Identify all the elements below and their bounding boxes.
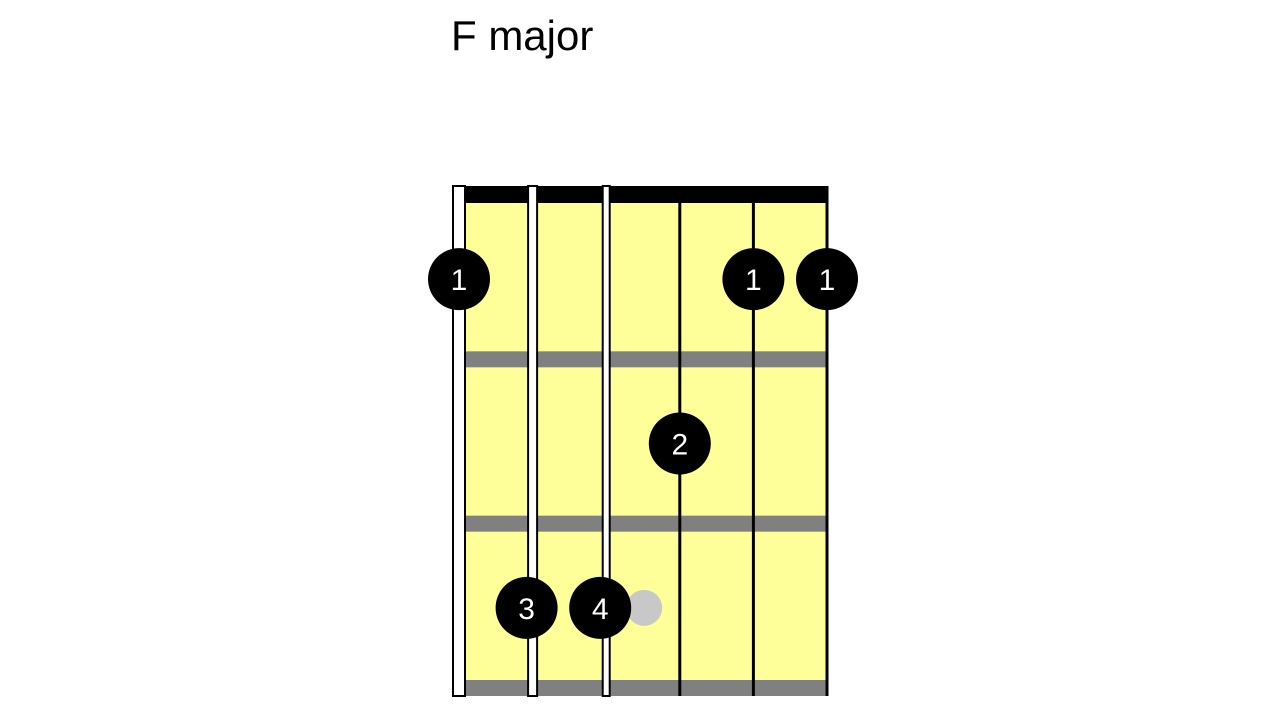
string-3	[601, 185, 611, 697]
fret-bar-1	[459, 351, 827, 368]
fret-bar-3	[459, 680, 827, 696]
chord-title: F major	[451, 12, 594, 59]
finger-dot-2	[722, 248, 785, 311]
finger-label-6: 4	[592, 593, 609, 626]
finger-dot-1	[428, 248, 490, 311]
finger-label-1: 1	[451, 264, 468, 297]
finger-dot-5	[495, 576, 558, 639]
fret-bar-2	[459, 515, 827, 532]
finger-dot-4	[648, 412, 711, 475]
ghost-dot-1	[626, 589, 663, 626]
finger-label-4: 2	[671, 429, 688, 462]
string-2	[527, 185, 539, 697]
string-1	[452, 185, 466, 697]
nut	[459, 186, 827, 203]
finger-label-2: 1	[745, 264, 762, 297]
finger-label-3: 1	[819, 264, 836, 297]
finger-dot-3	[796, 248, 858, 311]
finger-dot-6	[569, 576, 632, 639]
finger-label-5: 3	[518, 593, 535, 626]
